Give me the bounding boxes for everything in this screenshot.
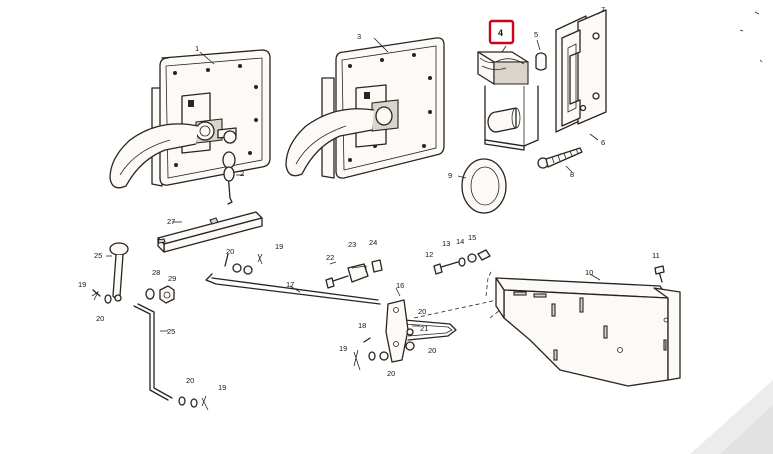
lock-assembly-1 [109,49,271,205]
callout-20-c: 20 [186,376,194,385]
callout-19-d: 19 [218,383,226,392]
hardware-12-15 [433,249,491,275]
callout-13: 13 [442,239,450,248]
strip-27 [157,211,263,253]
striker-block-4 [477,45,539,151]
assembly-lines [413,269,501,319]
callout-7: 7 [601,5,605,14]
callout-19-b: 19 [275,242,283,251]
pivot-plate-16 [385,287,409,363]
hardware-left [91,253,263,411]
callout-9: 9 [448,171,452,180]
callout-6: 6 [601,138,605,147]
callout-2: 2 [240,169,244,178]
hardware-22-24 [325,259,383,289]
callout-12: 12 [425,250,433,259]
highlight-box-part-4 [488,19,515,45]
callout-15: 15 [468,233,476,242]
callout-23: 23 [348,240,356,249]
callout-10: 10 [585,268,593,277]
hardware-18-21 [353,325,420,371]
callout-24: 24 [369,238,377,247]
callout-20-b: 20 [226,247,234,256]
callout-1: 1 [195,44,199,53]
paper-texture [690,11,773,454]
callout-14: 14 [456,237,464,246]
knob-26 [106,242,129,302]
screw-8 [537,147,583,173]
bushing-5 [535,39,547,71]
callout-3: 3 [357,32,361,41]
callout-8: 8 [570,170,574,179]
callout-20-e: 20 [428,346,436,355]
ring-9 [457,158,507,214]
callout-4: 4 [498,28,503,38]
callout-18: 18 [358,321,366,330]
callout-20-f: 20 [418,307,426,316]
callout-19-c: 19 [339,344,347,353]
callout-20-a: 20 [96,314,104,323]
callout-27: 27 [167,217,175,226]
lock-assembly-3 [285,37,445,179]
callout-5: 5 [534,30,538,39]
callout-17: 17 [286,280,294,289]
rod-25 [133,303,173,401]
callout-21: 21 [420,324,428,333]
bracket-10 [495,265,681,387]
callout-11: 11 [652,251,660,260]
callout-29: 29 [168,274,176,283]
callout-28: 28 [152,268,160,277]
callout-22: 22 [326,253,334,262]
callout-19-a: 19 [78,280,86,289]
callout-20-d: 20 [387,369,395,378]
striker-plate-6-7 [555,9,607,141]
rod-17 [205,273,457,341]
callout-labels: 1 2 3 4 5 6 7 8 9 10 11 12 13 14 15 16 1… [78,5,660,392]
callout-25-a: 25 [94,251,102,260]
callout-16: 16 [396,281,404,290]
callout-25-b: 25 [167,327,175,336]
